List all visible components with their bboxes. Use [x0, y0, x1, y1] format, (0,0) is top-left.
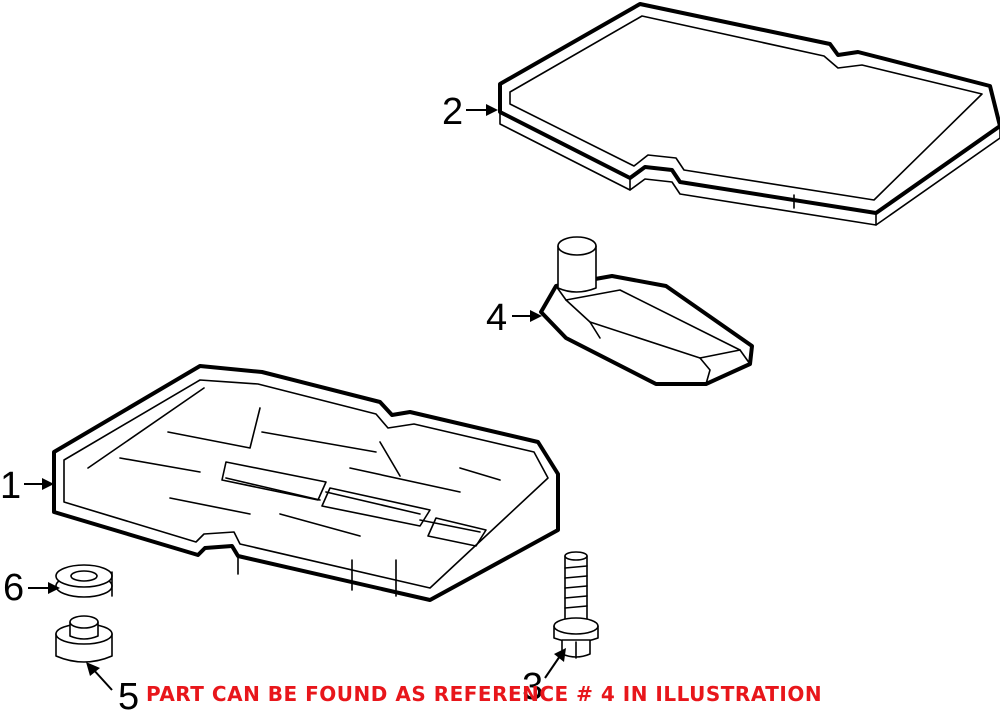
callout-2: 2: [442, 91, 463, 133]
callout-3: 3: [522, 666, 543, 708]
part-4-filter: [539, 236, 754, 386]
reference-note: PART CAN BE FOUND AS REFERENCE # 4 IN IL…: [146, 682, 823, 706]
part-1-oil-pan: [52, 364, 560, 602]
leader-lines: [24, 104, 566, 691]
callout-4: 4: [486, 297, 507, 339]
part-2-gasket: [498, 2, 1000, 226]
part-6-washer: [55, 564, 113, 598]
part-5-plug: [55, 615, 113, 663]
callout-5: 5: [118, 676, 139, 715]
callout-1: 1: [0, 465, 21, 507]
part-3-bolt: [553, 551, 599, 659]
callout-6: 6: [3, 567, 24, 609]
